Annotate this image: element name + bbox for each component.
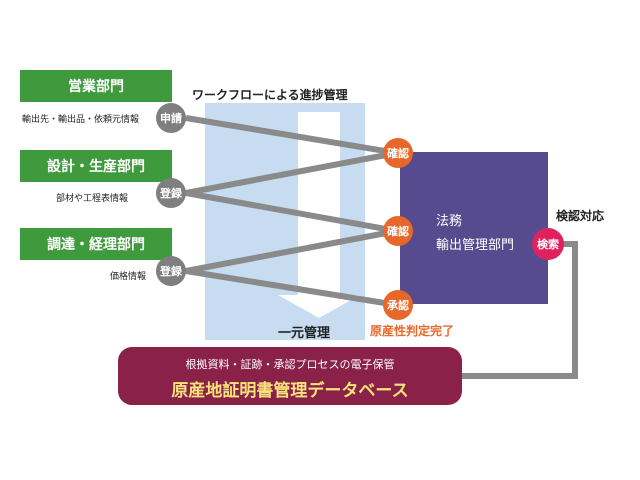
register-node-design: 登録 [156, 178, 186, 208]
approve-node: 承認 [383, 290, 413, 320]
legal-dept-line1: 法務 [436, 214, 463, 229]
legal-dept-box: 法務 輸出管理部門 [400, 152, 548, 304]
confirm-node-2: 確認 [383, 216, 413, 246]
apply-node: 申請 [156, 103, 186, 133]
database-title: 原産地証明書管理データベース [171, 381, 409, 401]
line-procure-to-confirm2 [185, 228, 398, 274]
line-sales-to-confirm1 [185, 115, 398, 156]
line-design-to-confirm1 [185, 150, 398, 196]
dept-procurement: 調達・経理部門 [20, 228, 172, 260]
dept-design-info: 部材や工程表情報 [56, 194, 129, 204]
workflow-label: ワークフローによる進捗管理 [192, 88, 348, 102]
dept-procurement-info: 価格情報 [110, 272, 147, 282]
dept-design: 設計・生産部門 [20, 150, 172, 182]
legal-dept-line2: 輸出管理部門 [436, 238, 515, 253]
register-node-procurement: 登録 [156, 256, 186, 286]
dept-sales: 営業部門 [20, 70, 172, 102]
database-subtitle: 根拠資料・証跡・承認プロセスの電子保管 [185, 358, 395, 371]
database-box: 根拠資料・証跡・承認プロセスの電子保管 原産地証明書管理データベース [118, 347, 462, 405]
confirm-node-1: 確認 [383, 138, 413, 168]
approve-caption: 原産性判定完了 [370, 324, 455, 338]
line-design-to-confirm2 [185, 190, 398, 234]
line-procure-to-approve [185, 268, 398, 308]
dept-sales-info: 輸出先・輸出品・依頼元情報 [22, 115, 140, 125]
inspection-label: 検認対応 [556, 209, 605, 223]
unified-label: 一元管理 [278, 326, 331, 341]
search-node: 検索 [532, 228, 564, 260]
